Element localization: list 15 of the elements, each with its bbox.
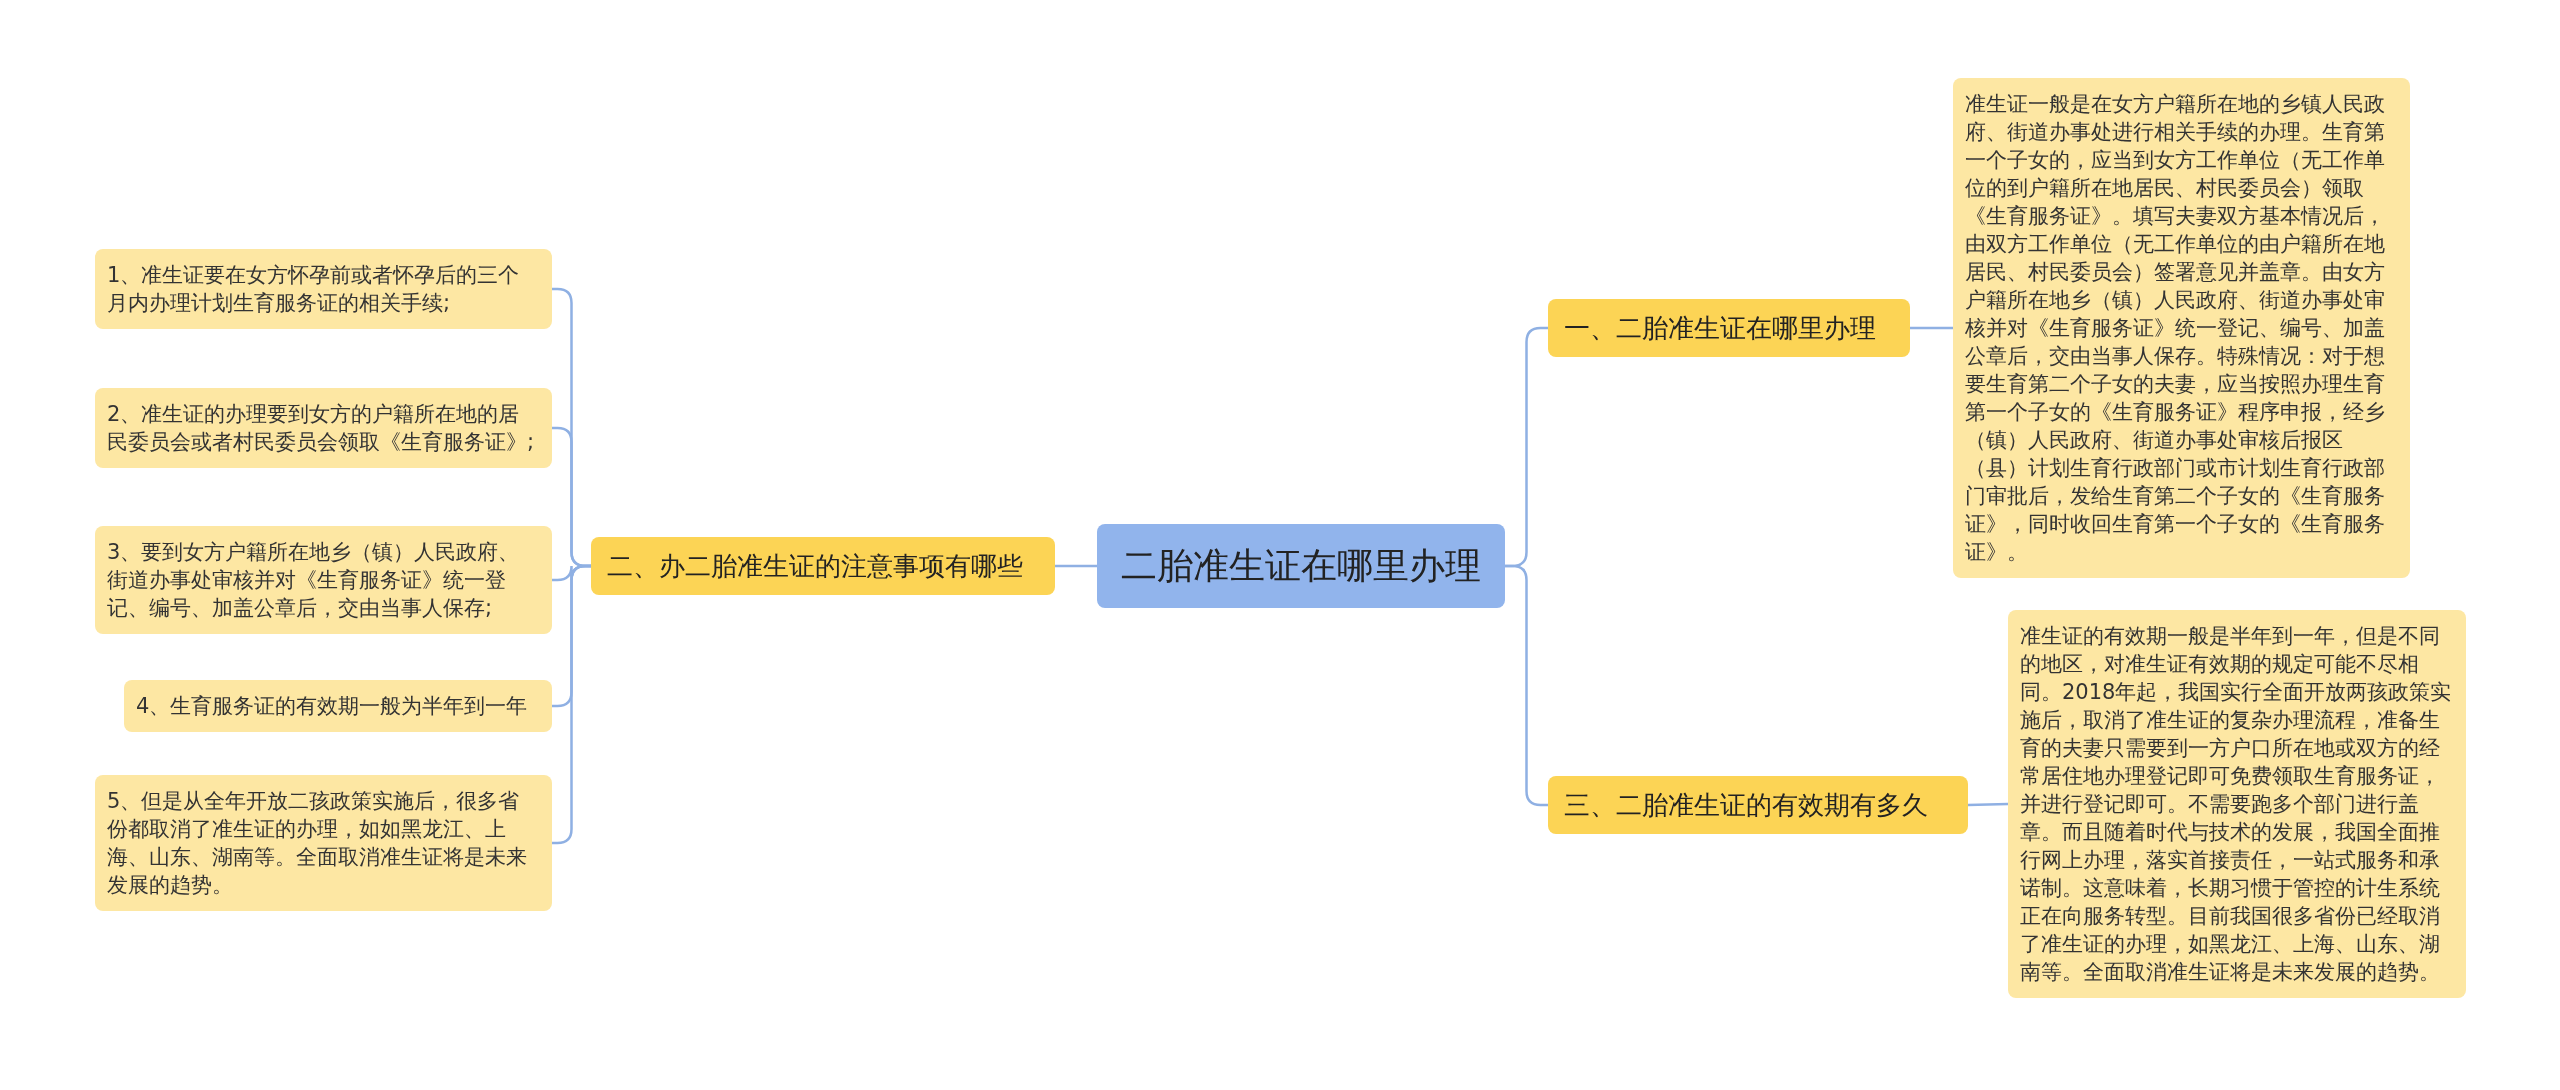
connector-line [1967, 802, 2009, 807]
connector-line [1055, 564, 1097, 568]
note-box: 1、准生证要在女方怀孕前或者怀孕后的三个月内办理计划生育服务证的相关手续; [95, 249, 552, 329]
note-box: 2、准生证的办理要到女方的户籍所在地的居民委员会或者村民委员会领取《生育服务证》; [95, 388, 552, 468]
note-box: 准生证一般是在女方户籍所在地的乡镇人民政府、街道办事处进行相关手续的办理。生育第一个子女的，应当到女方工作单位（无工作单位的到户籍所在地居民、村民委员会）领取《生育服务证》。填写夫妻双方基本情况后，由双方工作单位（无工作单位的由户籍所在地居民、村民委员会）签署意见并盖章。由女方户籍所在地乡（镇）人民政府、街道办事处审核并对《生育服务证》统一登记、编号、加盖公章后，交由当事人保存。特殊情况：对于想要生育第二个子女的夫妻，应当按照办理生育第一个子女的《生育服务证》程序申报，经乡（镇）人民政府、街道办事处审核后报区（县）计划生育行政部门或市计划生育行政部门审批后，发给生育第二个子女的《生育服务证》，同时收回生育第一个子女的《生育服务证》。 [1953, 78, 2410, 578]
connector-line [1910, 326, 1953, 330]
note-box: 5、但是从全年开放二孩政策实施后，很多省份都取消了准生证的办理，如如黑龙江、上海、山东、湖南等。全面取消准生证将是未来发展的趋势。 [95, 775, 552, 911]
branch-topic-box: 三、二胎准生证的有效期有多久 [1548, 776, 1968, 834]
branch-topic-box: 二、办二胎准生证的注意事项有哪些 [591, 537, 1055, 595]
note-box: 3、要到女方户籍所在地乡（镇）人民政府、街道办事处审核并对《生育服务证》统一登记、编号、加盖公章后，交由当事人保存; [95, 526, 552, 634]
root-topic-box: 二胎准生证在哪里办理 [1097, 524, 1505, 608]
note-box: 4、生育服务证的有效期一般为半年到一年 [124, 680, 552, 732]
branch-topic-box: 一、二胎准生证在哪里办理 [1548, 299, 1910, 357]
note-box: 准生证的有效期一般是半年到一年，但是不同的地区，对准生证有效期的规定可能不尽相同。2018年起，我国实行全面开放两孩政策实施后，取消了准生证的复杂办理流程，准备生育的夫妻只需要到一方户口所在地或双方的经常居住地办理登记即可免费领取生育服务证，并进行登记即可。不需要跑多个部门进行盖章。而且随着时代与技术的发展，我国全面推行网上办理，落实首接责任，一站式服务和承诺制。这意味着，长期习惯于管控的计生系统正在向服务转型。目前我国很多省份已经取消了准生证的办理，如黑龙江、上海、山东、湖南等。全面取消准生证将是未来发展的趋势。 [2008, 610, 2466, 998]
connector-line [1505, 564, 1548, 807]
